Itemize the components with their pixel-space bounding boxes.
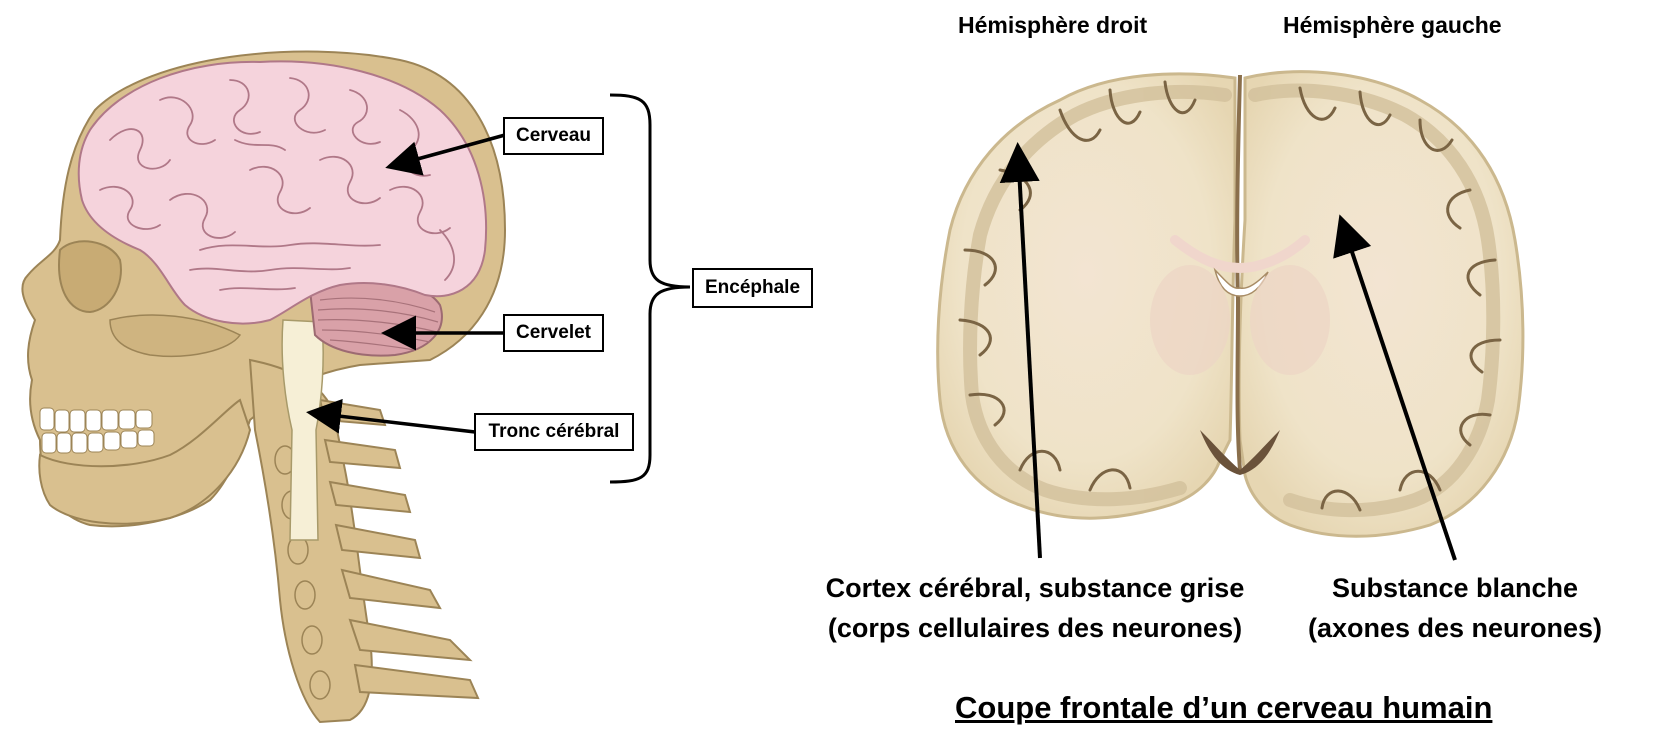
arrow-cortex <box>999 142 1042 559</box>
section-left-half <box>936 72 1237 520</box>
arrow-substance-blanche <box>1333 214 1457 561</box>
caption-cortex: Cortex cérébral, substance grise (corps … <box>810 568 1260 648</box>
spine <box>248 358 480 724</box>
cheekbone <box>109 314 242 358</box>
caption-substance-blanche: Substance blanche (axones des neurones) <box>1290 568 1620 648</box>
teeth-lower <box>41 429 155 454</box>
heading-hemisphere-droit: Hémisphère droit <box>958 12 1148 38</box>
jaw <box>38 398 252 525</box>
cortex-grey-matter <box>963 83 1501 518</box>
coronal-section <box>936 70 1525 538</box>
left-arrows <box>306 133 506 434</box>
encephale-brace <box>609 93 691 484</box>
basal-ganglia-left <box>1150 265 1230 375</box>
right-arrows <box>999 142 1457 561</box>
cortex-sulci <box>958 80 1502 512</box>
caption-blanche-line2: (axones des neurones) <box>1307 613 1603 643</box>
eye-socket <box>58 240 122 314</box>
section-base-dark <box>1200 430 1280 475</box>
brainstem-spinal-cord <box>281 319 324 541</box>
arrow-cerveau <box>385 133 506 176</box>
longitudinal-fissure <box>1235 74 1242 471</box>
label-cervelet: Cervelet <box>503 314 604 352</box>
arrow-tronc <box>306 398 476 434</box>
label-tronc-cerebral: Tronc cérébral <box>474 413 634 451</box>
teeth-upper <box>39 407 153 433</box>
cerebrum <box>77 60 488 325</box>
ventricles <box>1213 267 1269 297</box>
basal-ganglia-right <box>1250 265 1330 375</box>
skull-illustration <box>21 50 507 724</box>
caption-blanche-line1: Substance blanche <box>1331 573 1579 603</box>
caption-cortex-line2: (corps cellulaires des neurones) <box>827 613 1243 643</box>
caption-cortex-line1: Cortex cérébral, substance grise <box>825 573 1245 603</box>
label-cerveau: Cerveau <box>503 117 604 155</box>
label-encephale: Encéphale <box>692 268 813 308</box>
corpus-callosum <box>1170 235 1310 274</box>
heading-hemisphere-gauche: Hémisphère gauche <box>1283 12 1502 38</box>
diagram-title: Coupe frontale d’un cerveau humain <box>955 690 1493 725</box>
cerebellum-folds <box>317 297 439 351</box>
